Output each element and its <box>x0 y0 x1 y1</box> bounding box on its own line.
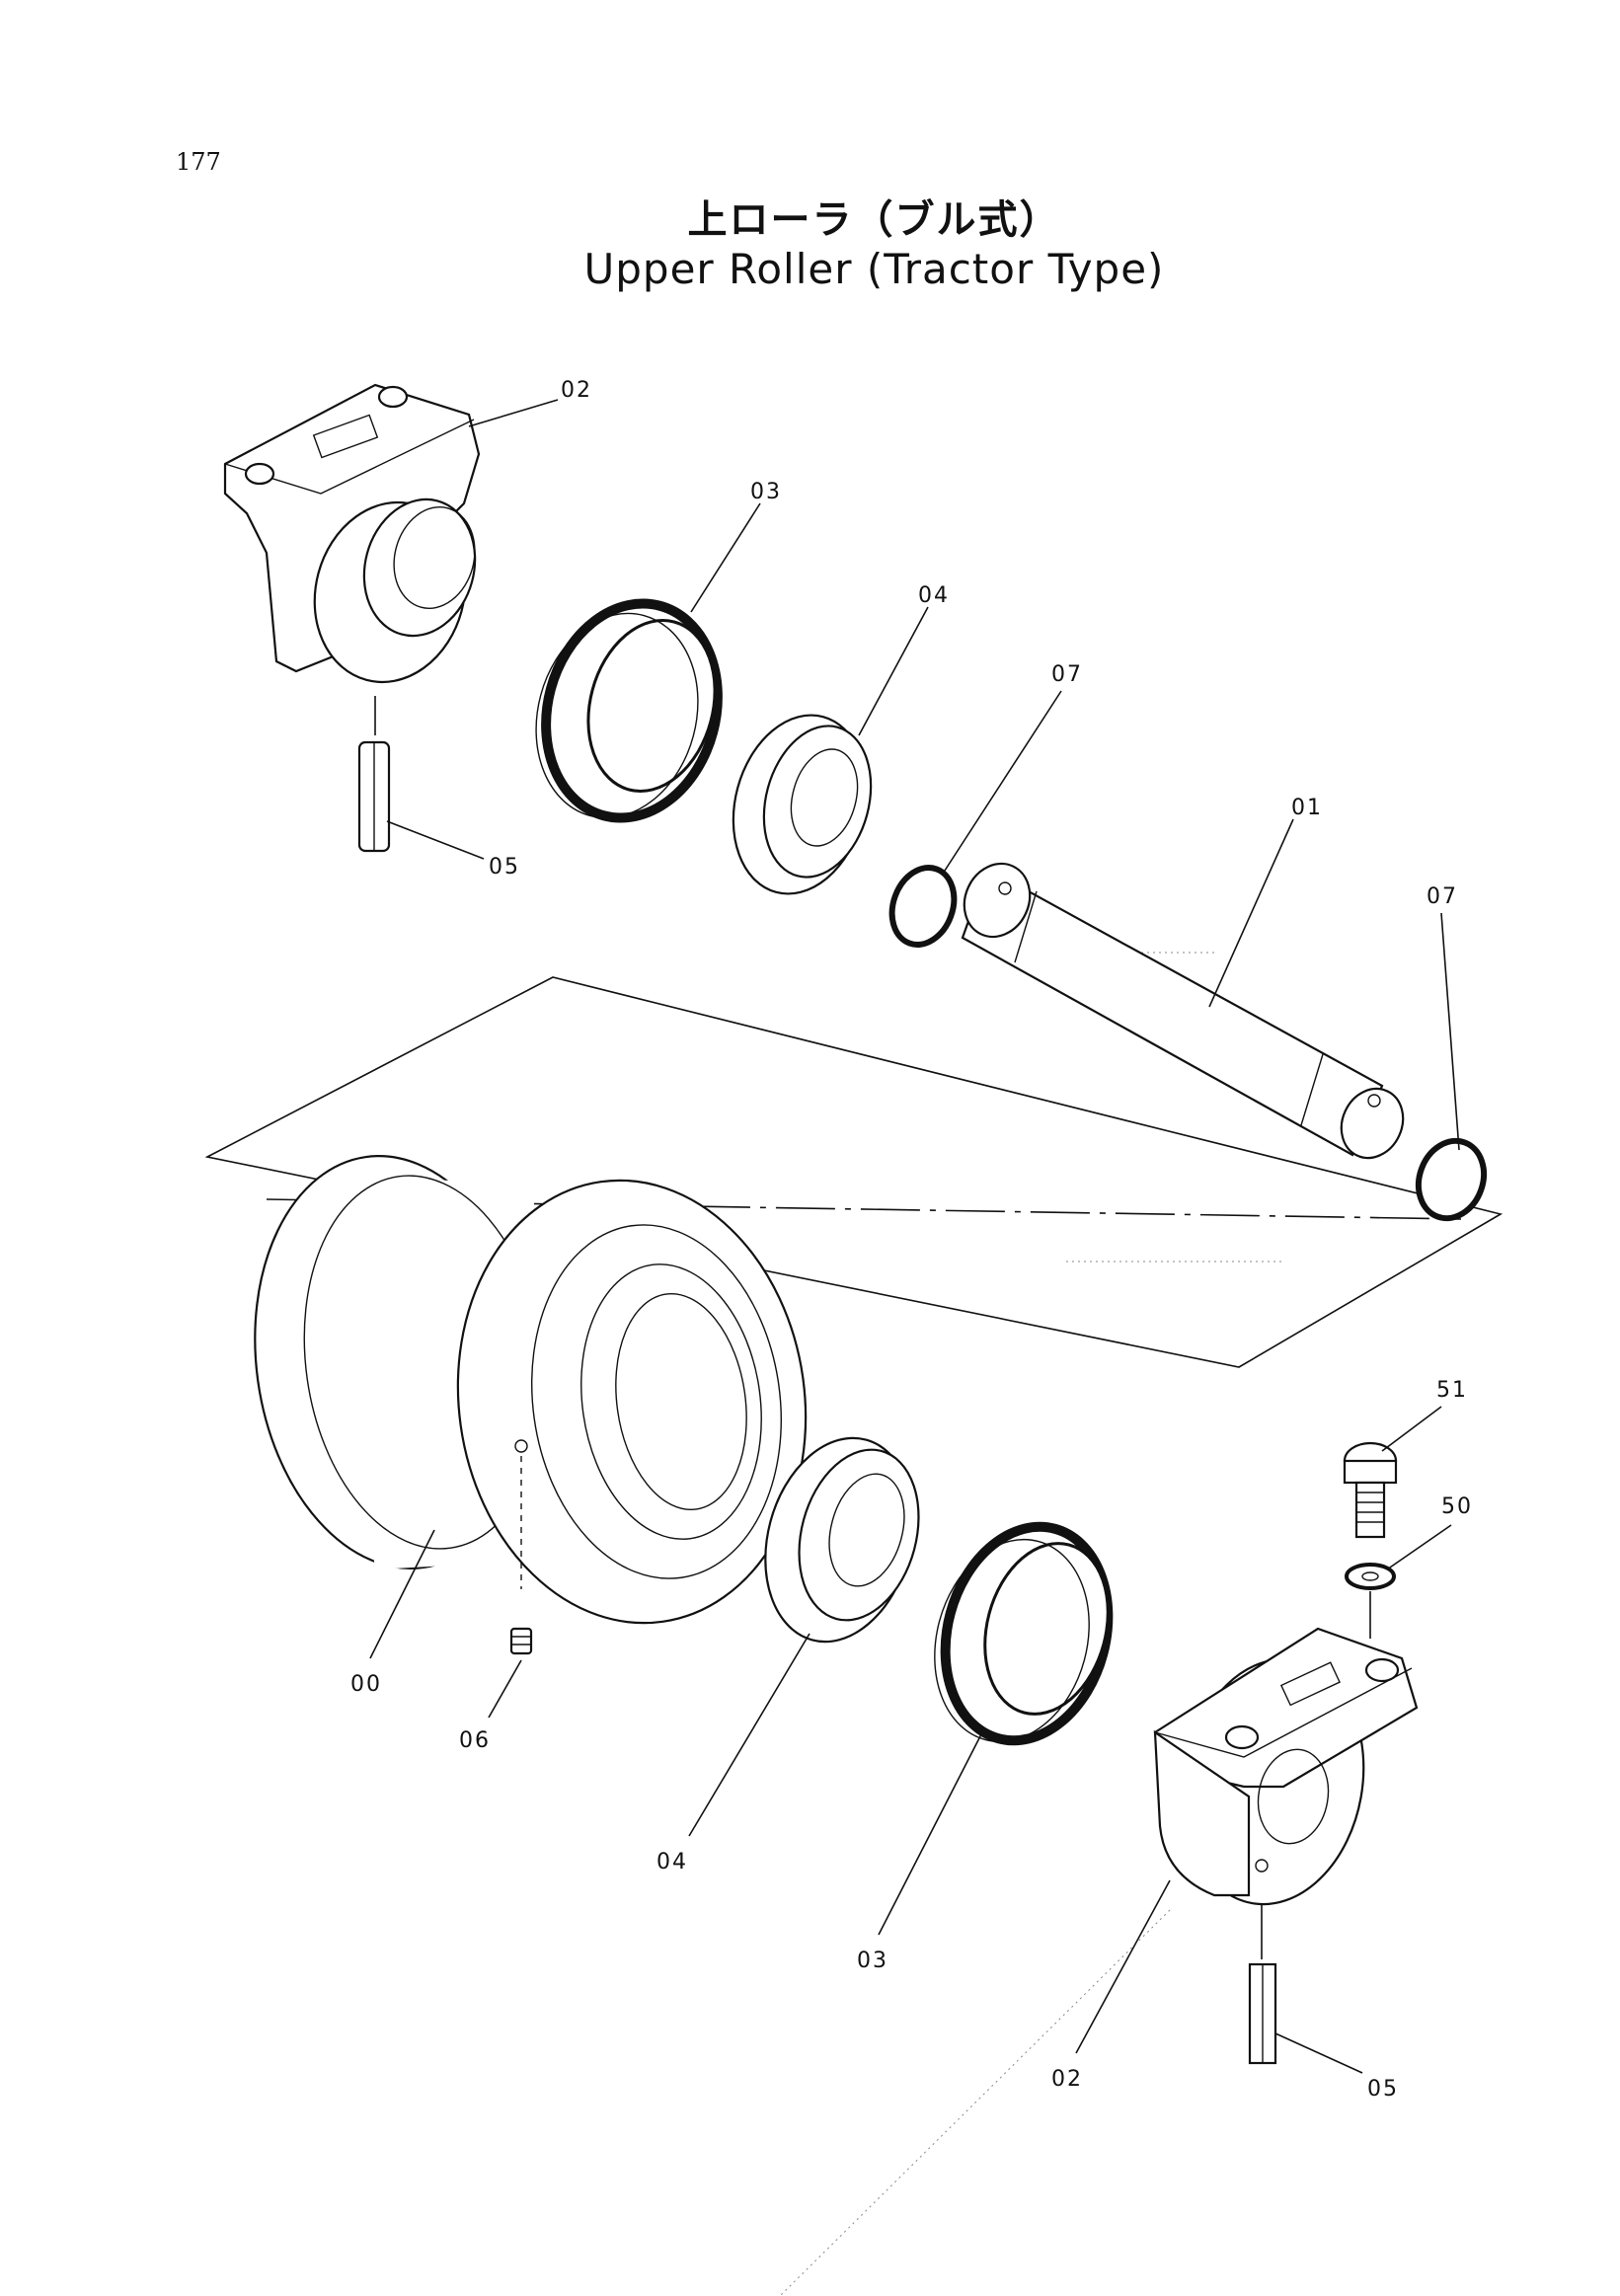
label-07-right: 07 <box>1427 884 1458 909</box>
label-02-upper: 02 <box>561 378 592 403</box>
leader-dotted-02 <box>779 1909 1171 2296</box>
label-01: 01 <box>1291 796 1323 820</box>
housing-upper-left <box>223 383 481 684</box>
housing-lower-right <box>1153 1627 1419 1906</box>
pin-lower-right <box>1248 1905 1277 2065</box>
label-03-upper: 03 <box>750 480 782 504</box>
title-english: Upper Roller (Tractor Type) <box>583 245 1165 293</box>
shaft <box>961 862 1405 1160</box>
seal-lower <box>934 1521 1114 1746</box>
pin-upper-left <box>357 696 391 853</box>
label-05-lower: 05 <box>1367 2077 1399 2102</box>
label-51: 51 <box>1436 1378 1468 1403</box>
label-00: 00 <box>350 1672 382 1697</box>
bolt <box>1343 1441 1398 1539</box>
label-07-upper: 07 <box>1051 662 1083 687</box>
label-02-lower: 02 <box>1051 2067 1083 2092</box>
label-04-lower: 04 <box>656 1850 688 1875</box>
label-03-lower: 03 <box>857 1949 888 1973</box>
roller-body <box>254 1155 808 1625</box>
bearing-lower <box>764 1436 920 1644</box>
label-50: 50 <box>1441 1494 1473 1519</box>
page-number: 177 <box>176 148 221 176</box>
label-04-upper: 04 <box>918 583 950 608</box>
assembly-outline <box>204 976 1504 1368</box>
title-japanese: 上ローラ（ブル式） <box>687 197 1061 243</box>
label-05-upper: 05 <box>489 855 520 880</box>
plug <box>509 1627 533 1655</box>
snap-ring-right <box>1415 1137 1488 1222</box>
washer <box>1345 1563 1396 1639</box>
label-06: 06 <box>459 1728 491 1753</box>
bearing-upper <box>732 714 873 895</box>
seal-upper <box>535 598 723 823</box>
leader-lines <box>369 399 1460 2074</box>
snap-ring-upper <box>888 865 958 948</box>
